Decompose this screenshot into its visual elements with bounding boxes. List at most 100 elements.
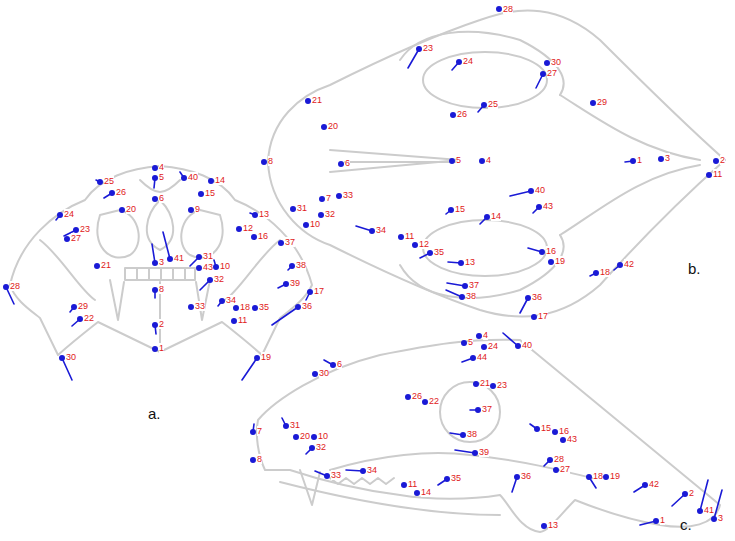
callout-number: 6	[345, 158, 350, 168]
callout-number: 13	[259, 209, 269, 219]
callout-number: 29	[78, 301, 88, 311]
callout-number: 34	[226, 295, 236, 305]
callout-number: 5	[159, 172, 164, 182]
panel-label: b.	[688, 260, 701, 277]
callout-number: 3	[159, 257, 164, 267]
callout-number: 30	[319, 368, 329, 378]
callout-number: 16	[546, 246, 556, 256]
orbit-outline	[97, 210, 138, 258]
skull-outline	[257, 340, 720, 532]
callout-number: 25	[488, 99, 498, 109]
callout-number: 35	[434, 247, 444, 257]
callout-number: 23	[497, 380, 507, 390]
callout-number: 5	[468, 337, 473, 347]
callout-number: 18	[600, 267, 610, 277]
arch-outline	[400, 32, 564, 298]
panel-label: a.	[148, 405, 161, 422]
callout-number: 24	[64, 209, 74, 219]
landmark-dot	[6, 168, 310, 358]
callout-number: 1	[159, 343, 164, 353]
callout-number: 39	[290, 278, 300, 288]
callout-number: 38	[467, 429, 477, 439]
callout-number: 33	[195, 301, 205, 311]
callout-number: 43	[543, 201, 553, 211]
callout-number: 19	[261, 352, 271, 362]
callout-number: 10	[220, 261, 230, 271]
callout-number: 31	[290, 420, 300, 430]
callout-number: 11	[408, 479, 417, 489]
callout-number: 13	[465, 257, 475, 267]
callout-number: 39	[479, 447, 489, 457]
callout-number: 41	[174, 253, 184, 263]
callout-number: 2	[720, 155, 725, 165]
callout-number: 2	[689, 488, 694, 498]
callout-number: 30	[551, 57, 561, 67]
callout-number: 31	[203, 251, 213, 261]
callout-number: 2	[159, 319, 164, 329]
callout-number: 30	[66, 352, 76, 362]
callout-number: 37	[482, 404, 492, 414]
callout-number: 40	[188, 172, 198, 182]
callout-number: 43	[567, 434, 577, 444]
mandible-outline	[280, 482, 500, 515]
callout-number: 21	[480, 378, 490, 388]
callout-number: 34	[376, 225, 386, 235]
callout-number: 31	[297, 203, 307, 213]
callout-number: 38	[296, 260, 306, 270]
callout-number: 36	[302, 301, 312, 311]
callout-number: 4	[159, 162, 164, 172]
callout-number: 8	[257, 454, 262, 464]
tooth-row	[125, 268, 195, 280]
callout-number: 1	[637, 155, 642, 165]
landmark-vector	[253, 333, 722, 525]
callout-number: 11	[713, 169, 722, 179]
callout-number: 32	[325, 209, 335, 219]
callout-number: 27	[547, 68, 557, 78]
callout-number: 22	[429, 396, 439, 406]
callout-number: 37	[285, 237, 295, 247]
callout-number: 13	[548, 520, 558, 530]
callout-number: 8	[159, 284, 164, 294]
skull-outline	[268, 10, 725, 316]
callout-number: 17	[538, 311, 548, 321]
callout-number: 42	[624, 259, 634, 269]
callout-number: 43	[203, 262, 213, 272]
landmark-dot	[253, 336, 714, 526]
callout-number: 10	[310, 219, 320, 229]
callout-number: 9	[195, 204, 200, 214]
callout-number: 40	[522, 340, 532, 350]
callout-number: 21	[312, 95, 322, 105]
callout-number: 40	[535, 185, 545, 195]
callout-number: 1	[660, 515, 665, 525]
callout-number: 24	[488, 341, 498, 351]
callout-number: 32	[214, 274, 224, 284]
callout-number: 41	[704, 505, 714, 515]
skull-outline	[10, 166, 312, 355]
callout-number: 6	[337, 359, 342, 369]
callout-number: 11	[238, 315, 247, 325]
callout-number: 14	[215, 175, 225, 185]
landmark-dot	[264, 9, 716, 317]
callout-number: 35	[259, 302, 269, 312]
callout-number: 25	[104, 176, 114, 186]
callout-number: 15	[205, 188, 215, 198]
callout-number: 21	[101, 260, 111, 270]
callout-number: 27	[560, 464, 570, 474]
callout-number: 19	[610, 471, 620, 481]
callout-number: 28	[503, 4, 513, 14]
orbit-outline	[181, 210, 222, 258]
callout-number: 28	[554, 454, 564, 464]
callout-number: 12	[419, 239, 429, 249]
callout-number: 26	[457, 109, 467, 119]
callout-number: 37	[469, 280, 479, 290]
callout-number: 3	[718, 513, 723, 523]
callout-number: 34	[367, 465, 377, 475]
callout-number: 7	[257, 426, 262, 436]
callout-number: 14	[491, 211, 501, 221]
callout-number: 35	[451, 473, 461, 483]
callout-number: 20	[126, 204, 136, 214]
callout-number: 44	[477, 352, 487, 362]
callout-number: 38	[466, 291, 476, 301]
